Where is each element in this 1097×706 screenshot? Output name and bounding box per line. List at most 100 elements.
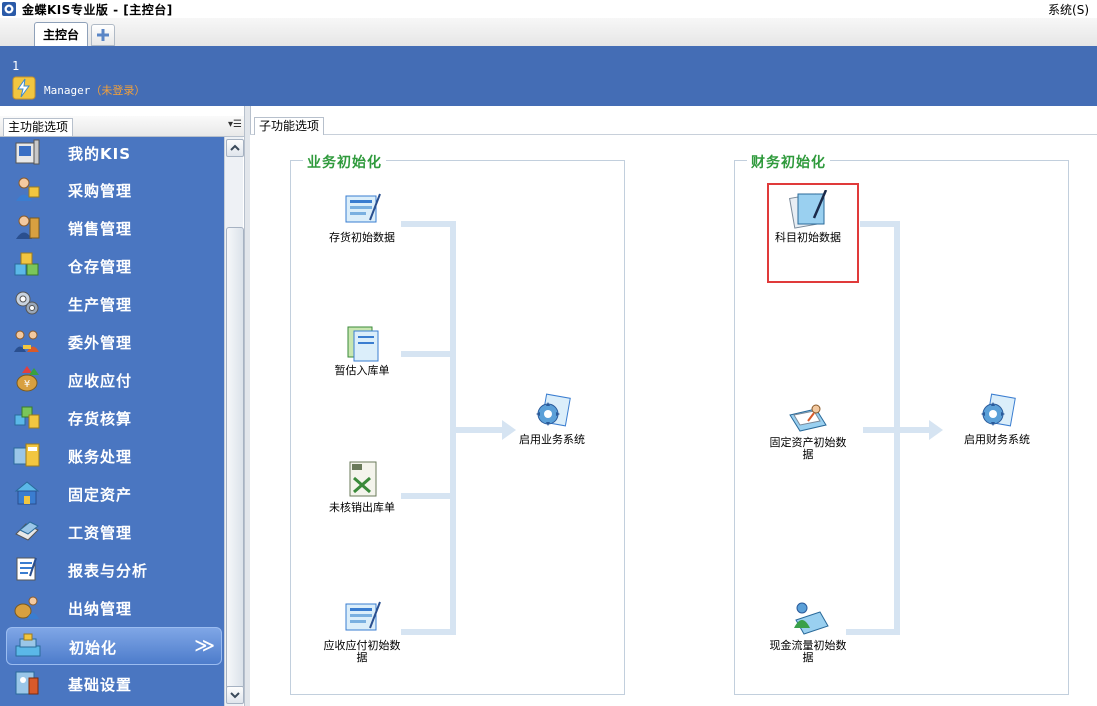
nav-item-payroll[interactable]: 工资管理	[6, 513, 220, 549]
func-label: 现金流量初始数据	[769, 639, 847, 664]
nav-label: 采购管理	[68, 182, 133, 200]
chevron-right-icon: ≫	[194, 633, 215, 657]
main-functions-tab[interactable]: 主功能选项	[3, 118, 74, 136]
lightning-user-icon	[12, 76, 36, 100]
flow-line	[401, 493, 456, 499]
business-init-group: 业务初始化	[290, 152, 625, 695]
login-status: （未登录）	[90, 84, 146, 97]
fixed-asset-clipboard-icon	[789, 404, 827, 432]
production-icon	[15, 291, 39, 315]
nav-item-fixed-assets[interactable]: 固定资产	[6, 475, 220, 511]
app-logo-icon	[2, 2, 16, 16]
nav-item-my-kis[interactable]: 我的KIS	[6, 137, 220, 170]
enable-finance-system-item[interactable]: 启用财务系统	[957, 392, 1037, 446]
nav-item-initialization[interactable]: 初始化 ≫	[6, 627, 222, 665]
cash-flow-initial-item[interactable]: 现金流量初始数据	[768, 598, 848, 664]
nav-scrollbar[interactable]	[224, 137, 244, 706]
flow-line	[860, 221, 900, 227]
tab-bar: 主控台	[0, 18, 1097, 47]
nav-item-sales[interactable]: 销售管理	[6, 209, 220, 245]
nav-label: 工资管理	[68, 524, 133, 542]
func-label: 科目初始数据	[775, 231, 841, 244]
flow-line	[450, 221, 456, 635]
nav-item-inventory-accounting[interactable]: 存货核算	[6, 399, 220, 435]
left-panel-header: 主功能选项 ▾☰	[0, 116, 246, 137]
my-kis-icon	[15, 139, 40, 165]
flow-line	[401, 221, 456, 227]
flow-line	[401, 629, 456, 635]
nav-label: 委外管理	[68, 334, 133, 352]
provisional-receipt-icon	[347, 326, 379, 362]
account-initial-data-item[interactable]: 科目初始数据	[768, 190, 848, 244]
nav-item-cashier[interactable]: 出纳管理	[6, 589, 220, 625]
flow-line	[401, 351, 456, 357]
nav-label: 报表与分析	[68, 562, 149, 580]
cash-flow-user-icon	[794, 602, 829, 635]
finance-init-group: 财务初始化	[734, 152, 1069, 695]
purchase-icon	[16, 177, 40, 201]
chevron-up-icon	[230, 144, 240, 151]
report-icon	[16, 557, 37, 581]
inventory-ledger-icon	[345, 193, 381, 223]
panel-menu-icon[interactable]: ▾☰	[228, 119, 242, 130]
cashier-icon	[14, 596, 39, 619]
initialization-icon	[15, 633, 41, 657]
basic-settings-icon	[15, 671, 39, 695]
account-book-icon	[789, 190, 828, 229]
nav-item-receivable-payable[interactable]: ¥ 应收应付	[6, 361, 220, 397]
inventory-initial-data-item[interactable]: 存货初始数据	[322, 190, 402, 244]
window-title: 金蝶KIS专业版 - [主控台]	[22, 3, 173, 17]
account-number: 1	[12, 59, 20, 73]
enable-business-system-item[interactable]: 启用业务系统	[512, 392, 592, 446]
nav-label: 应收应付	[68, 372, 133, 390]
provisional-receipt-item[interactable]: 暂估入库单	[322, 323, 402, 377]
warehouse-icon	[14, 252, 39, 276]
nav-item-purchase[interactable]: 采购管理	[6, 171, 220, 207]
receivable-ledger-icon	[345, 601, 381, 631]
nav-label: 生产管理	[68, 296, 133, 314]
scroll-down-button[interactable]	[226, 686, 244, 704]
scroll-up-button[interactable]	[226, 139, 244, 157]
outsourcing-icon	[14, 330, 39, 352]
system-menu[interactable]: 系统(S)	[1048, 3, 1089, 17]
nav-item-report[interactable]: 报表与分析	[6, 551, 220, 587]
nav-label: 初始化	[69, 639, 118, 657]
inventory-accounting-icon	[14, 406, 40, 429]
sub-functions-tab[interactable]: 子功能选项	[254, 117, 325, 135]
accounting-icon	[13, 443, 40, 467]
nav-item-accounting[interactable]: 账务处理	[6, 437, 220, 473]
tab-main-console[interactable]: 主控台	[34, 22, 88, 47]
business-init-title: 业务初始化	[303, 152, 386, 172]
unverified-outbound-item[interactable]: 未核销出库单	[322, 460, 402, 514]
func-label: 启用财务系统	[964, 433, 1030, 446]
payroll-icon	[15, 521, 39, 541]
nav-item-basic-settings[interactable]: 基础设置	[6, 665, 220, 701]
nav-item-production[interactable]: 生产管理	[6, 285, 220, 321]
fixed-asset-initial-item[interactable]: 固定资产初始数据	[768, 395, 848, 461]
user-name: Manager（未登录）	[44, 84, 146, 97]
plus-icon	[97, 29, 109, 41]
nav-item-warehouse[interactable]: 仓存管理	[6, 247, 220, 283]
nav-label: 出纳管理	[68, 600, 133, 618]
fixed-assets-icon	[14, 481, 40, 505]
receivable-payable-initial-item[interactable]: 应收应付初始数据	[322, 598, 402, 664]
func-label: 未核销出库单	[329, 501, 395, 514]
selection-highlight	[767, 183, 859, 283]
add-tab-button[interactable]	[91, 24, 115, 46]
nav-label: 固定资产	[68, 486, 133, 504]
enable-system-gear-icon	[981, 393, 1016, 427]
flow-line	[863, 427, 929, 433]
chevron-down-icon	[230, 692, 240, 699]
receivable-payable-icon: ¥	[16, 366, 39, 392]
func-label: 暂估入库单	[334, 364, 390, 377]
svg-text:¥: ¥	[24, 379, 30, 390]
unverified-outbound-icon	[349, 461, 377, 497]
nav-item-outsourcing[interactable]: 委外管理	[6, 323, 220, 359]
title-bar: 金蝶KIS专业版 - [主控台] 系统(S)	[0, 0, 1097, 18]
nav-label: 仓存管理	[68, 258, 133, 276]
arrow-right-icon	[929, 420, 943, 440]
nav-label: 我的KIS	[68, 145, 132, 163]
sub-function-area: 业务初始化 存货初始数据 暂估入库单 未核销出库	[250, 135, 1097, 706]
scroll-thumb[interactable]	[226, 227, 244, 689]
enable-system-gear-icon	[536, 393, 571, 427]
